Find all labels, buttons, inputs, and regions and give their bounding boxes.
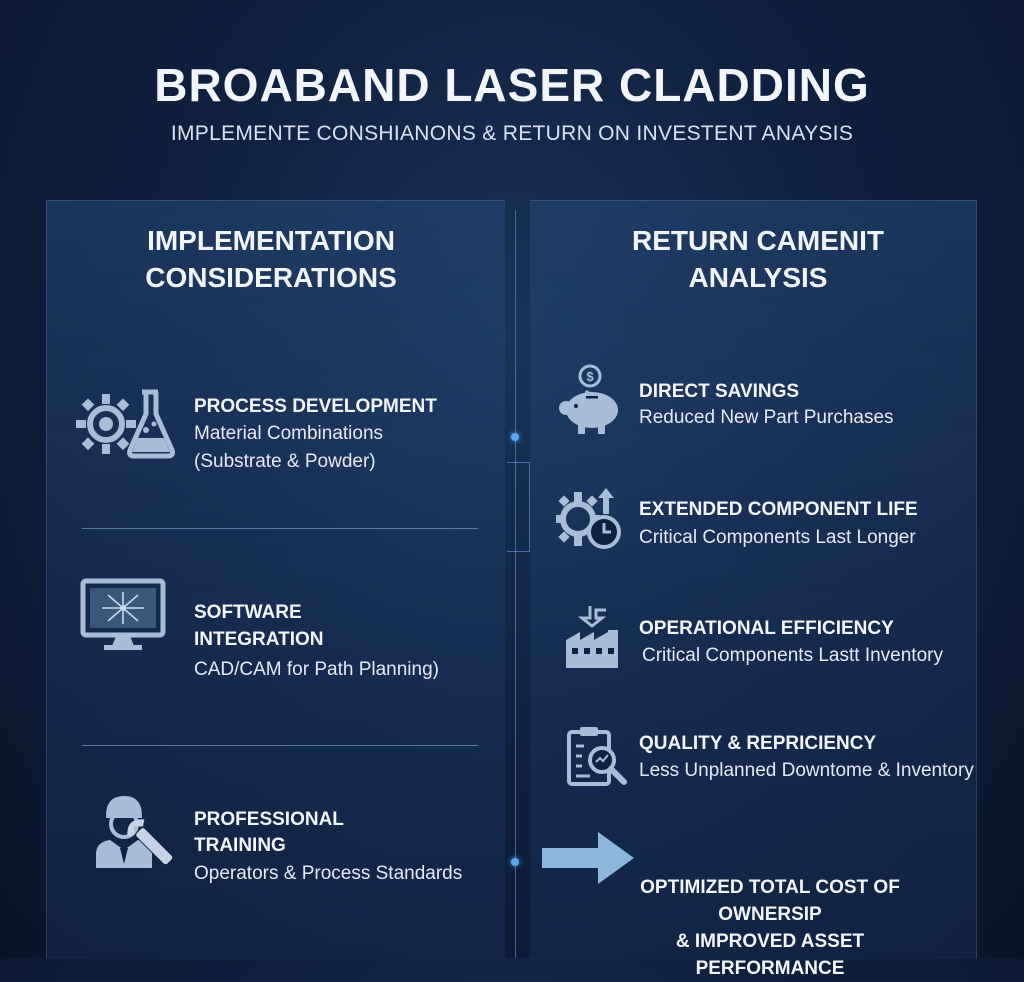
arrow-right-icon bbox=[540, 830, 636, 886]
process-development-line1: Material Combinations bbox=[194, 423, 384, 444]
operational-efficiency-heading: OPERATIONAL EFFICIENCY bbox=[639, 618, 894, 639]
connector-dot-bottom bbox=[511, 858, 519, 866]
factory-icon bbox=[560, 604, 626, 670]
conclusion-text: OPTIMIZED TOTAL COST OF OWNERSIP & IMPRO… bbox=[600, 874, 940, 982]
roi-heading-line2: ANALYSIS bbox=[688, 262, 828, 293]
divider-1 bbox=[82, 528, 478, 529]
divider-2 bbox=[82, 745, 478, 746]
professional-training-heading-line2: TRAINING bbox=[194, 835, 286, 856]
page-title: BROABAND LASER CLADDING bbox=[154, 59, 870, 111]
technician-wrench-icon bbox=[92, 792, 174, 874]
implementation-heading-line1: IMPLEMENTATION bbox=[147, 225, 395, 256]
operational-efficiency-line1: Critical Components Lastt Inventory bbox=[642, 645, 943, 666]
roi-panel bbox=[530, 200, 977, 959]
quality-heading: QUALITY & REPRICIENCY bbox=[639, 733, 877, 754]
direct-savings-heading: DIRECT SAVINGS bbox=[639, 381, 800, 402]
monitor-icon bbox=[80, 578, 166, 652]
quality-line1: Less Unplanned Downtome & Inventory bbox=[639, 760, 974, 781]
process-development-heading: PROCESS DEVELOPMENT bbox=[194, 396, 437, 417]
roi-heading-line1: RETURN CAMENIT bbox=[632, 225, 884, 256]
piggy-bank-icon: $ bbox=[556, 364, 626, 436]
connector-bracket bbox=[507, 462, 530, 552]
gear-clock-icon bbox=[554, 484, 626, 554]
page-subtitle: IMPLEMENTE CONSHIANONS & RETURN ON INVES… bbox=[170, 122, 854, 145]
direct-savings-line1: Reduced New Part Purchases bbox=[639, 407, 894, 428]
software-integration-heading-line1: SOFTWARE bbox=[194, 602, 302, 623]
software-integration-heading-line2: INTEGRATION bbox=[194, 629, 324, 650]
roi-heading: RETURN CAMENIT ANALYSIS bbox=[530, 222, 986, 296]
process-development-line2: (Substrate & Powder) bbox=[194, 451, 376, 472]
professional-training-line1: Operators & Process Standards bbox=[194, 863, 463, 884]
professional-training-heading-line1: PROFESSIONAL bbox=[194, 809, 344, 830]
clipboard-magnifier-icon bbox=[566, 724, 630, 790]
extended-life-line1: Critical Components Last Longer bbox=[639, 527, 916, 548]
gear-flask-icon bbox=[72, 386, 182, 462]
conclusion-line2: & IMPROVED ASSET PERFORMANCE bbox=[675, 931, 865, 979]
software-integration-line1: CAD/CAM for Path Planning) bbox=[194, 659, 439, 680]
extended-life-heading: EXTENDED COMPONENT LIFE bbox=[639, 499, 918, 520]
implementation-heading: IMPLEMENTATION CONSIDERATIONS bbox=[46, 222, 496, 296]
conclusion-line1: OPTIMIZED TOTAL COST OF OWNERSIP bbox=[640, 877, 900, 925]
center-connector-line bbox=[515, 210, 516, 958]
svg-text:$: $ bbox=[586, 369, 594, 384]
implementation-heading-line2: CONSIDERATIONS bbox=[145, 262, 397, 293]
connector-dot-top bbox=[511, 433, 519, 441]
